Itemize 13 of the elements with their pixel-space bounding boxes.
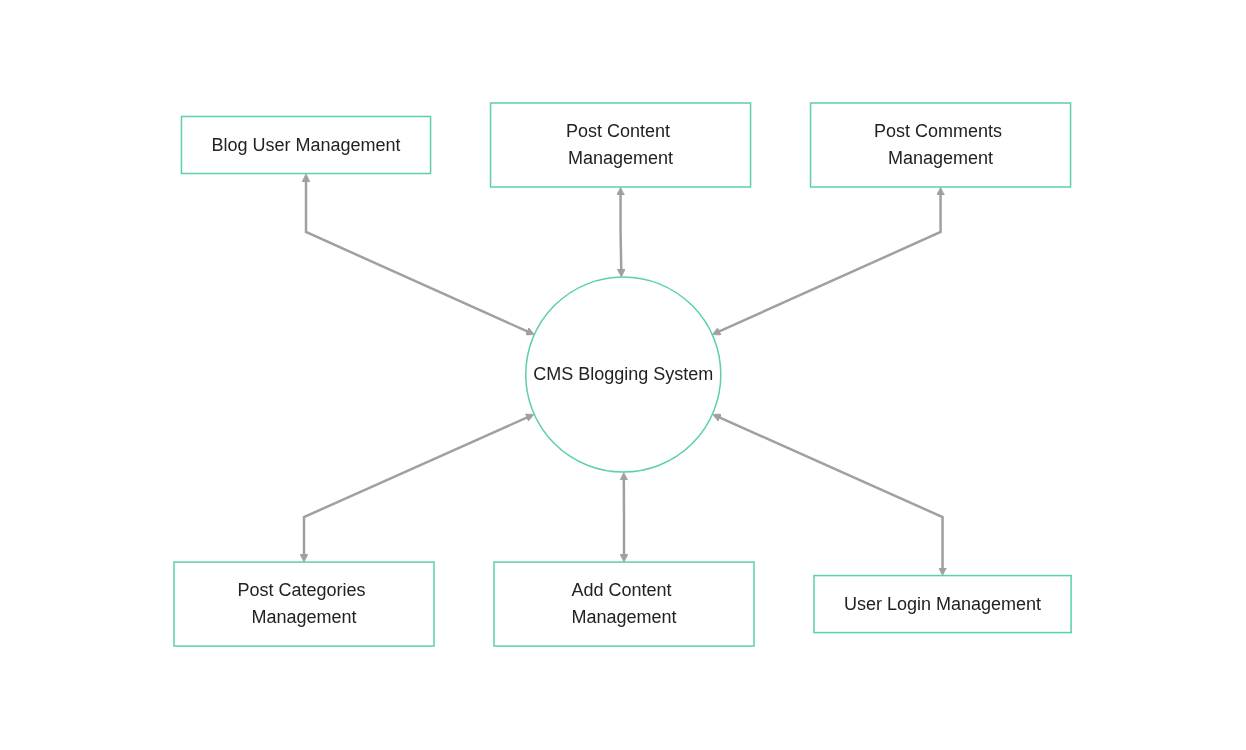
node-box: Add Content Management [493,561,756,648]
arrow [619,472,629,563]
node-box: Blog User Management [181,116,432,175]
arrow [616,187,627,278]
node-box: Post Categories Management [173,561,436,648]
arrow [712,187,946,336]
node-circle: CMS Blogging System [525,276,722,474]
node-box: Post Comments Management [810,102,1072,189]
node-box: Post Content Management [490,102,752,189]
arrow [302,173,536,336]
arrow [712,414,948,577]
node-box: User Login Management [813,575,1073,634]
arrow [300,414,535,563]
